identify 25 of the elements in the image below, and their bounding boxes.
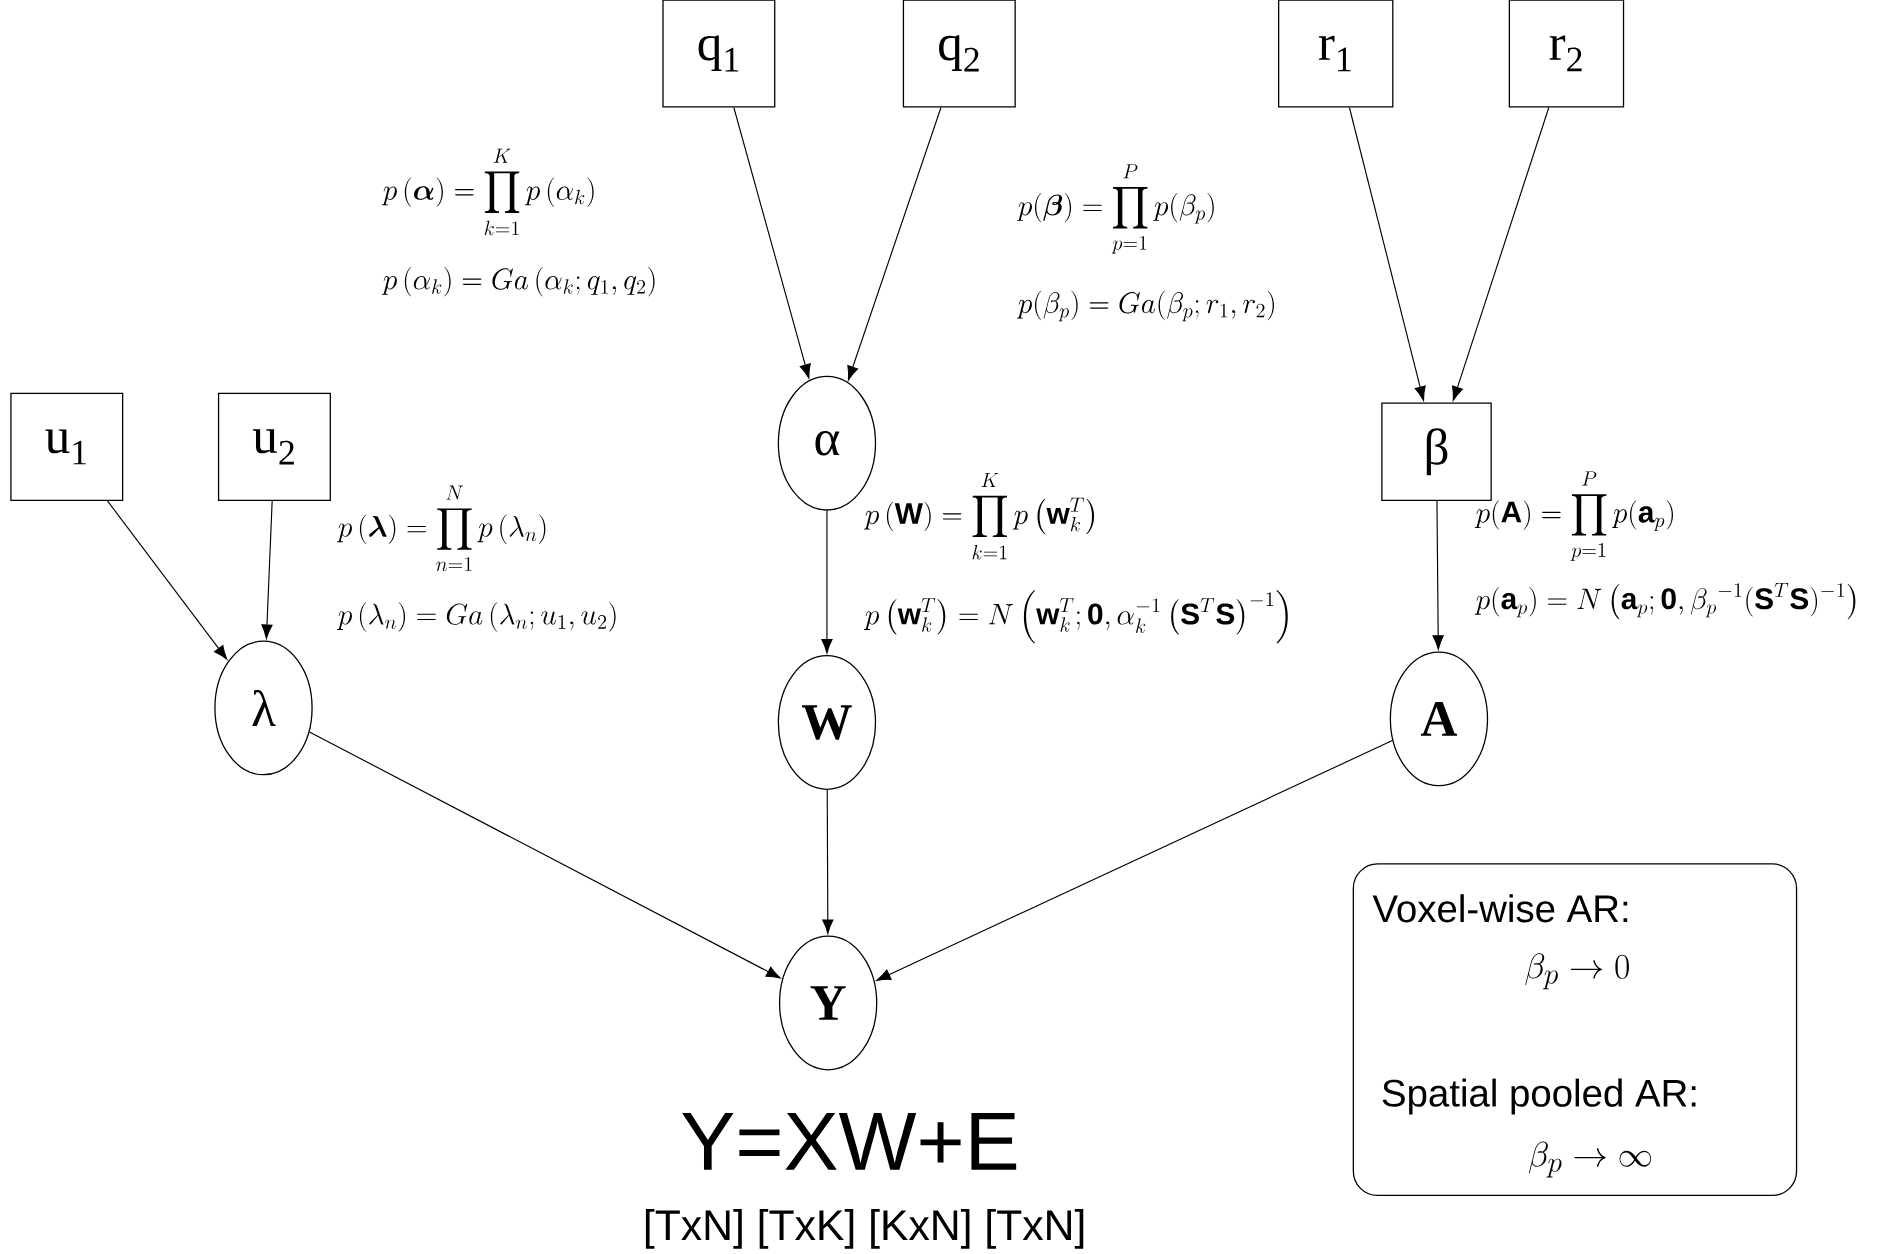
- formula: $p\left(\boldsymbol{\alpha}\right)=\prod_{k=1}^{K}p\left(\alpha_k\right)$: [381, 148, 594, 235]
- arrow: [822, 789, 834, 934]
- arrow: [847, 106, 942, 381]
- formula: $p(\boldsymbol{\beta})=\prod_{p=1}^{P}p(\beta_p)$: [1016, 164, 1214, 254]
- variable-box: r$_{2}$: [1508, 0, 1625, 108]
- variable-box: r$_{1}$: [1278, 0, 1394, 108]
- formula: $p\left(\boldsymbol{\lambda}\right)=\prod_{n=1}^{N}p\left(\lambda_n\right)$: [336, 485, 546, 571]
- legend-box: Voxel-wise AR: $\beta_p \rightarrow 0$ Spatial pooled AR: $\beta_p \rightarrow \infty$: [1352, 863, 1798, 1196]
- arrow: [1452, 106, 1550, 401]
- arrow: [821, 509, 833, 654]
- arrow: [106, 500, 228, 660]
- variable-box: q$_{2}$: [902, 0, 1016, 108]
- dimension-text: [TxN] [TxK] [KxN] [TxN]: [645, 1208, 1084, 1249]
- variable-box: β: [1381, 402, 1492, 501]
- variable-box: u$_{2}$: [217, 392, 331, 501]
- arrow: [308, 731, 781, 979]
- formula: $p\left(\alpha_k\right)=Ga\left(\alpha_k;q_1,q_2\right)$: [381, 266, 655, 297]
- arrow: [1348, 106, 1426, 401]
- formula: $p(\beta_p)=Ga(\beta_p;r_1,r_2)$: [1016, 290, 1274, 322]
- arrow: [876, 739, 1393, 981]
- variable-box: u$_{1}$: [10, 392, 124, 501]
- arrow: [733, 106, 811, 379]
- variable-box: q$_{1}$: [662, 0, 776, 108]
- arrow: [1432, 500, 1444, 650]
- arrow: [261, 500, 273, 639]
